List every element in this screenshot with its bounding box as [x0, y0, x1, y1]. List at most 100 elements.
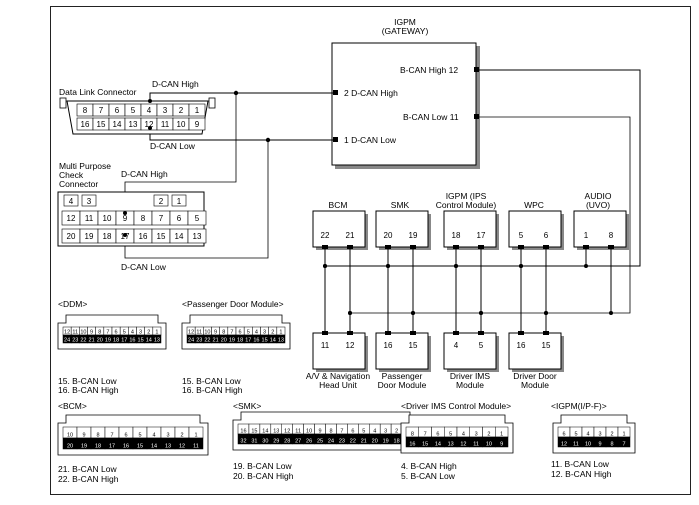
- ddm-connector-pin-label: 11: [72, 330, 78, 336]
- pdm-conn-note2: 16. B-CAN High: [182, 385, 243, 395]
- dlc-pin-label: 12: [145, 120, 154, 129]
- igpm-ipf-connector-pin-label: 7: [622, 442, 625, 448]
- mpcc-pin-label: 3: [87, 197, 92, 206]
- dims-conn-title: <Driver IMS Control Module>: [401, 401, 512, 411]
- junction: [148, 99, 152, 103]
- dims-connector-pin-label: 1: [500, 432, 503, 438]
- smk-connector-pin-label: 28: [284, 439, 290, 445]
- mpcc-pin-label: 2: [159, 197, 164, 206]
- bcm-connector-pin: [188, 437, 204, 450]
- junction: [544, 311, 548, 315]
- junction: [519, 264, 523, 268]
- dims-connector-pin-label: 10: [486, 442, 492, 448]
- dims-conn-note1: 4. B-CAN High: [401, 461, 457, 471]
- dlc-pin-label: 4: [147, 106, 152, 115]
- pin-stub: [543, 331, 549, 335]
- mpcc-pin-label: 20: [67, 232, 76, 241]
- mpcc-dcan-low-label: D-CAN Low: [121, 262, 166, 272]
- smk-connector-pin-label: 7: [340, 429, 343, 435]
- bcm-connector-pin-label: 19: [81, 444, 87, 450]
- bcm-connector-pin-label: 10: [67, 433, 73, 439]
- ddm-connector-pin-label: 1: [155, 330, 158, 336]
- dlc-pin-cell: [188, 117, 206, 131]
- smk-connector-pin-label: 4: [373, 429, 376, 435]
- pdm-conn-title: <Passenger Door Module>: [182, 299, 284, 309]
- mpcc-pin-label: 15: [157, 232, 166, 241]
- smk-label: SMK: [390, 200, 410, 210]
- top-module-pin: 8: [609, 231, 614, 240]
- dlc-pin-cell: [188, 103, 206, 117]
- bcm-label: BCM: [328, 200, 348, 210]
- pin-stub: [543, 245, 549, 249]
- bcm-connector-pin-label: 18: [95, 444, 101, 450]
- igpm-subtitle: (GATEWAY): [381, 26, 429, 36]
- dlc-dcan-high-label: D-CAN High: [152, 79, 199, 89]
- dims-connector-pin-label: 15: [422, 442, 428, 448]
- dims-connector-pin-label: 6: [436, 432, 439, 438]
- pin-stub: [583, 245, 589, 249]
- dims-label-2: Module: [456, 380, 484, 390]
- dlc-pin-label: 7: [99, 106, 104, 115]
- smk-connector-pin-label: 13: [273, 429, 279, 435]
- igpm-ipf-connector-pin-label: 9: [598, 442, 601, 448]
- bottom-module-pin: 11: [321, 341, 330, 350]
- ddm-connector-pin-label: 3: [139, 330, 142, 336]
- top-module-pin: 6: [544, 231, 549, 240]
- dlc-pin-label: 10: [177, 120, 186, 129]
- top-module-pin: 20: [384, 231, 393, 240]
- pdm-conn-note1: 15. B-CAN Low: [182, 376, 241, 386]
- pin-stub: [385, 245, 391, 249]
- mpcc-pin-label: 9: [123, 214, 128, 223]
- pdm-connector-pin-label: 23: [196, 338, 202, 344]
- pin-stub: [333, 137, 338, 142]
- igpm-bcan-low-pin: B-CAN Low 11: [403, 112, 459, 122]
- pdm-connector-pin-label: 20: [221, 338, 227, 344]
- bcm-connector-pin-label: 8: [96, 433, 99, 439]
- igpm-ips-label-1: IGPM (IPS: [445, 191, 487, 201]
- pdm-connector-pin-label: 8: [222, 330, 225, 336]
- dlc-pin-label: 1: [195, 106, 200, 115]
- smk-connector-pin-label: 30: [262, 439, 268, 445]
- ddm-connector-pin-label: 17: [121, 338, 127, 344]
- igpm-ipf-connector-pin-label: 11: [573, 442, 579, 448]
- ddm-connector-pin-label: 23: [72, 338, 78, 344]
- dlc-pin-label: 8: [83, 106, 88, 115]
- igpm-conn-note1: 11. B-CAN Low: [551, 459, 609, 469]
- dlc-pin-label: 13: [129, 120, 138, 129]
- dims-connector-pin-label: 16: [409, 442, 415, 448]
- mpcc-pin-cell: [187, 210, 207, 226]
- bcan-low-trunk: [350, 116, 631, 314]
- igpm-ipf-connector-pin: [617, 436, 631, 448]
- mpcc-pin-label: 5: [195, 214, 200, 223]
- pin-stub: [410, 331, 416, 335]
- igpm-ipf-connector-pin-label: 3: [598, 432, 601, 438]
- ddm-connector-pin-label: 15: [138, 338, 144, 344]
- pin-stub: [322, 245, 328, 249]
- igpm-ipf-connector-pin-label: 10: [585, 442, 591, 448]
- mpcc-pin-cell: [63, 194, 79, 207]
- ddm-connector-pin-label: 21: [89, 338, 95, 344]
- bcm-conn-note1: 21. B-CAN Low: [58, 464, 117, 474]
- pin-stub: [478, 245, 484, 249]
- junction: [148, 126, 152, 130]
- ddm-connector-pin-label: 4: [131, 330, 134, 336]
- pin-stub: [474, 67, 479, 72]
- igpm-gateway-box: [331, 42, 477, 166]
- smk-conn-title: <SMK>: [233, 401, 262, 411]
- dlc-pin-label: 5: [131, 106, 136, 115]
- smk-connector-pin-label: 2: [395, 429, 398, 435]
- dims-connector-pin-label: 8: [411, 432, 414, 438]
- bcm-conn-note2: 22. B-CAN High: [58, 474, 119, 484]
- dcan-high-wire: [149, 92, 336, 100]
- pdm-connector-pin-label: 9: [214, 330, 217, 336]
- ddm-connector-pin-label: 2: [147, 330, 150, 336]
- pin-stub: [347, 245, 353, 249]
- pdm-connector-pin-label: 14: [270, 338, 276, 344]
- junction: [584, 264, 588, 268]
- bottom-module-pin: 15: [409, 341, 418, 350]
- ddm-connector-pin: [152, 334, 162, 344]
- mpcc-pin-label: 12: [67, 214, 76, 223]
- dlc-pin-label: 3: [163, 106, 168, 115]
- smk-connector-pin-label: 29: [273, 439, 279, 445]
- uvo-label: (UVO): [585, 200, 611, 210]
